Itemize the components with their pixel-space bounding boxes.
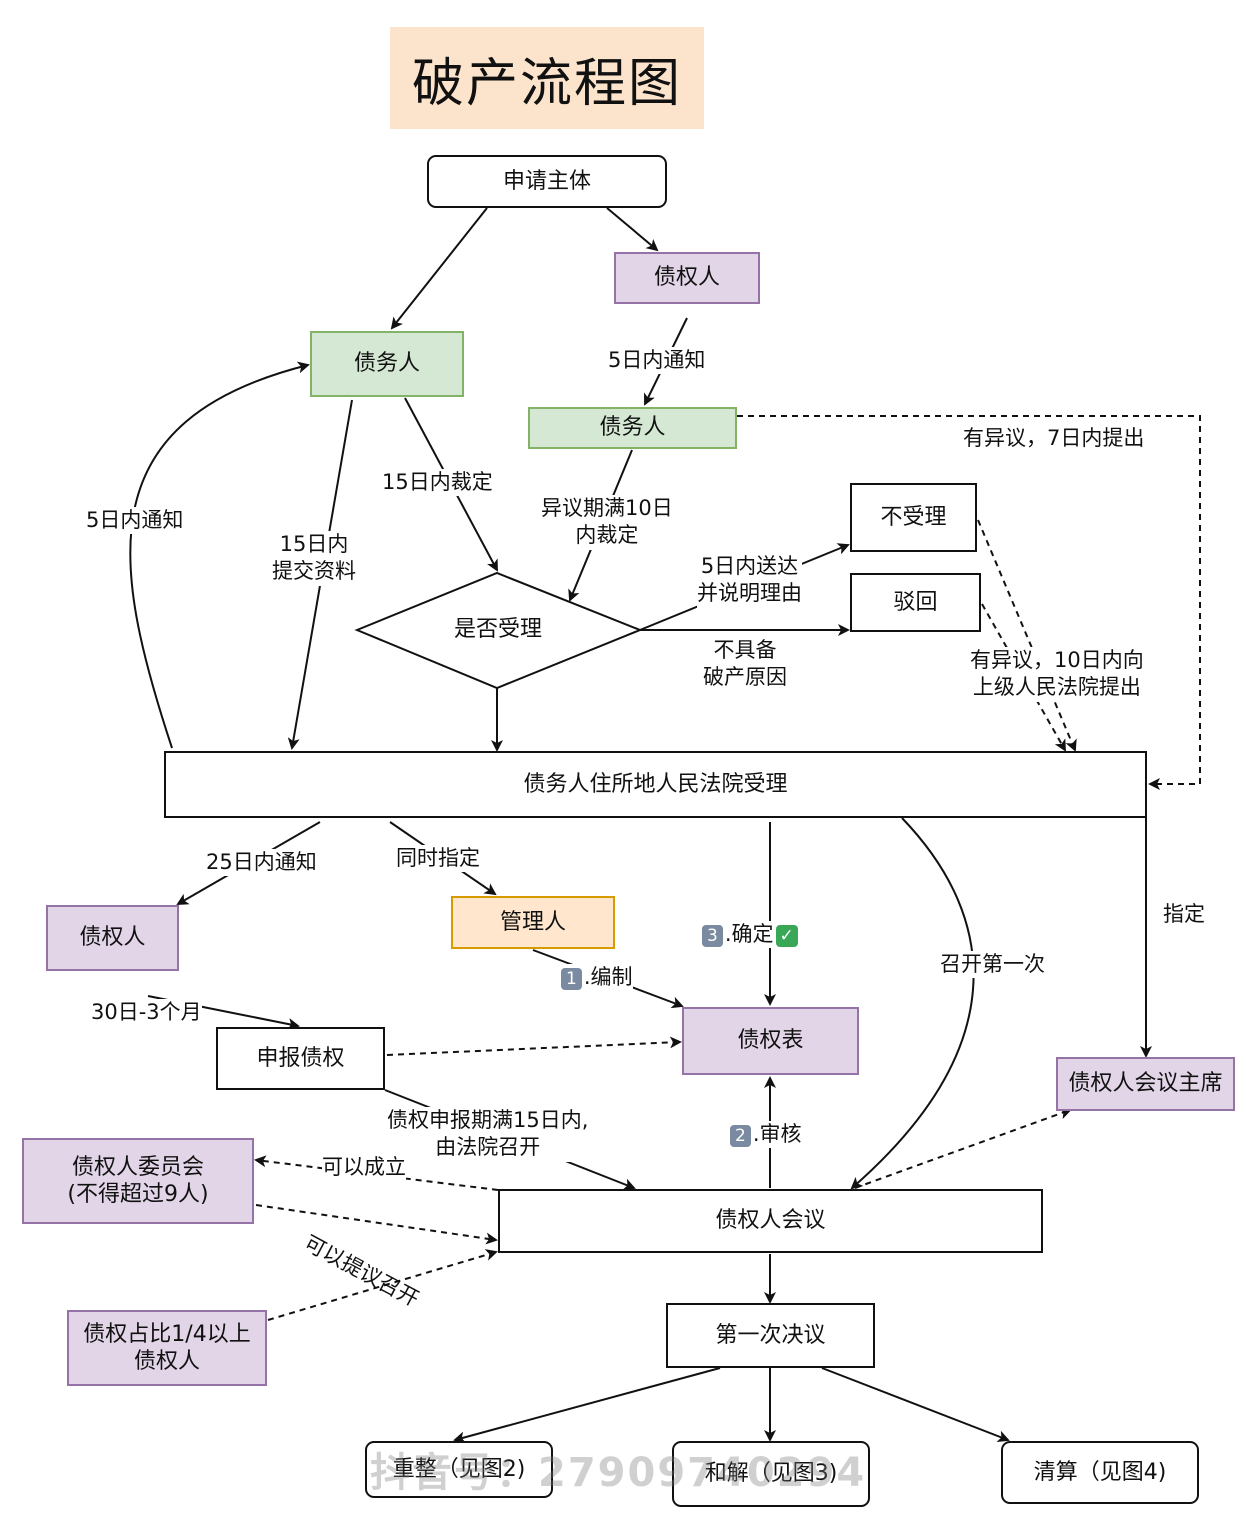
- label-step1: 1.编制: [561, 964, 633, 992]
- step3-text: .确定: [724, 922, 774, 946]
- step3-badge: 3: [702, 925, 723, 947]
- arrow-court-debtor-curve: [129, 361, 310, 749]
- committee-box: 债权人委员会 (不得超过9人): [22, 1138, 254, 1224]
- dashed-rejected-court: [981, 603, 1066, 752]
- committee-line2: (不得超过9人): [67, 1182, 209, 1207]
- label-convene-line2: 由法院召开: [435, 1135, 541, 1160]
- label-submit15-line2: 提交资料: [272, 559, 356, 584]
- quarter-creditors-box: 债权占比1/4以上 债权人: [67, 1310, 267, 1386]
- quarter-line2: 债权人: [133, 1349, 200, 1374]
- step1-badge: 1: [561, 968, 582, 990]
- label-nocause: 不具备 破产原因: [703, 637, 787, 692]
- arrow-court-meeting-curve: [850, 817, 975, 1190]
- diagram-title: 破产流程图: [390, 27, 704, 129]
- dashed-not-accepted-court: [977, 519, 1077, 752]
- label-step2: 2.审核: [730, 1121, 802, 1149]
- creditor-top-box: 债权人: [614, 252, 760, 304]
- label-first-meeting: 召开第一次: [940, 951, 1045, 979]
- arrow-resolution-reorg: [453, 1367, 721, 1444]
- settlement-box: 和解（见图3): [672, 1441, 870, 1507]
- label-notify5: 5日内通知: [608, 347, 706, 375]
- watermark: 抖音号：27909740294: [370, 1450, 867, 1496]
- label-period30: 30日-3个月: [91, 999, 202, 1027]
- label-deliver5-line1: 5日内送达: [700, 554, 799, 578]
- dashed-objection-loop: [737, 415, 1201, 790]
- liquidation-box: 清算（见图4): [1001, 1441, 1199, 1504]
- meeting-box: 债权人会议: [498, 1189, 1043, 1253]
- debtor-right-box: 债务人: [528, 407, 737, 449]
- decision-label: 是否受理: [453, 617, 542, 642]
- arrow-resolution-liquidation: [821, 1367, 1010, 1442]
- label-objection7: 有异议，7日内提出: [963, 425, 1145, 453]
- label-nocause-line2: 破产原因: [703, 665, 787, 690]
- step2-text: .审核: [752, 1122, 802, 1146]
- claims-table-box: 债权表: [682, 1007, 859, 1075]
- quarter-line1: 债权占比1/4以上: [83, 1321, 251, 1347]
- label-nocause-line1: 不具备: [713, 638, 777, 662]
- label-objection10-line1: 异议期满10日: [541, 496, 673, 520]
- label-objection10-line2: 内裁定: [575, 523, 639, 548]
- reorg-box: 重整（见图2): [365, 1441, 553, 1498]
- dashed-meeting-chair: [854, 1107, 1072, 1189]
- check-icon: ✓: [775, 925, 798, 947]
- committee-line1: 债权人委员会: [71, 1154, 204, 1180]
- label-convene: 债权申报期满15日内, 由法院召开: [387, 1107, 589, 1162]
- label-step3: 3.确定✓: [702, 921, 798, 949]
- label-appeal10-line1: 有异议，10日内向: [970, 648, 1144, 672]
- not-accepted-box: 不受理: [850, 483, 977, 552]
- applicant-box: 申请主体: [427, 155, 667, 208]
- court-box: 债务人住所地人民法院受理: [164, 751, 1147, 818]
- label-appoint-same: 同时指定: [396, 845, 480, 873]
- step2-badge: 2: [730, 1125, 751, 1147]
- label-objection10: 异议期满10日 内裁定: [541, 495, 673, 550]
- label-submit15-line1: 15日内: [279, 532, 349, 556]
- rejected-box: 驳回: [850, 573, 981, 632]
- dashed-committee-meeting: [255, 1204, 498, 1245]
- label-appeal10-line2: 上级人民法院提出: [972, 675, 1141, 700]
- label-may-establish: 可以成立: [322, 1154, 406, 1182]
- label-ruling15: 15日内裁定: [382, 469, 493, 497]
- decision-diamond: [354, 571, 643, 690]
- first-resolution-box: 第一次决议: [666, 1303, 875, 1368]
- meeting-chair-box: 债权人会议主席: [1056, 1057, 1235, 1111]
- step1-text: .编制: [583, 965, 633, 989]
- label-deliver5: 5日内送达 并说明理由: [697, 553, 802, 608]
- debtor-left-box: 债务人: [310, 331, 464, 397]
- label-deliver5-line2: 并说明理由: [697, 581, 802, 606]
- arrow-applicant-debtor: [390, 207, 488, 330]
- label-submit15: 15日内 提交资料: [272, 531, 356, 586]
- label-notify5-left: 5日内通知: [86, 507, 184, 535]
- label-convene-line1: 债权申报期满15日内,: [387, 1108, 589, 1132]
- declare-box: 申报债权: [216, 1027, 385, 1090]
- label-appeal10: 有异议，10日内向 上级人民法院提出: [970, 647, 1144, 702]
- label-designate: 指定: [1163, 901, 1205, 929]
- administrator-box: 管理人: [451, 896, 615, 949]
- arrow-applicant-creditor: [606, 207, 659, 252]
- dashed-quarter-meeting: [267, 1249, 498, 1321]
- creditor-left-box: 债权人: [46, 905, 179, 971]
- label-notify25: 25日内通知: [206, 849, 317, 877]
- dashed-declare-table: [386, 1036, 682, 1056]
